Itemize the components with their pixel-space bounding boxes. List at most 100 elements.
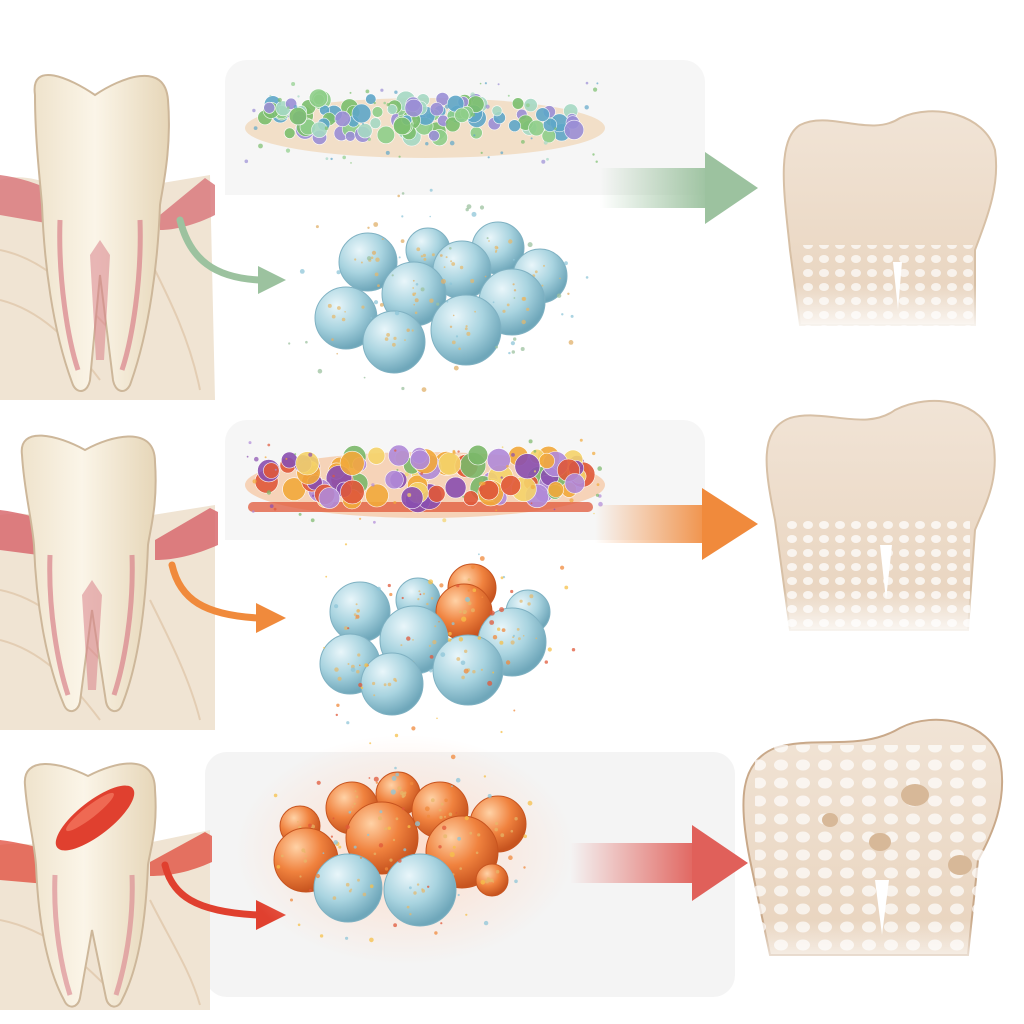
cell-dot bbox=[426, 602, 429, 606]
cell-cluster-row-2 bbox=[319, 543, 576, 745]
speckle bbox=[308, 888, 312, 892]
speckle bbox=[513, 297, 516, 299]
cell-dot bbox=[374, 272, 379, 277]
speckle bbox=[367, 137, 371, 141]
speckle bbox=[451, 785, 453, 787]
molar-tooth-icon bbox=[33, 74, 170, 392]
speckle bbox=[330, 157, 333, 161]
speckle bbox=[420, 464, 422, 467]
cell-dot bbox=[500, 833, 505, 838]
cell-dot bbox=[474, 310, 476, 313]
speckle bbox=[288, 342, 291, 345]
speckle bbox=[465, 597, 470, 602]
speckle bbox=[455, 812, 458, 814]
speckle bbox=[530, 484, 535, 490]
speckle bbox=[412, 123, 417, 128]
speckle bbox=[455, 335, 459, 338]
speckle bbox=[269, 504, 274, 508]
cell-dot bbox=[541, 284, 544, 287]
speckle bbox=[253, 456, 259, 462]
speckle bbox=[446, 300, 449, 303]
speckle bbox=[332, 817, 335, 820]
cell-dot bbox=[464, 327, 468, 331]
cell-dot bbox=[416, 883, 420, 886]
speckle bbox=[347, 627, 350, 630]
speckle bbox=[480, 151, 483, 154]
speckle bbox=[369, 884, 374, 888]
cell-dot bbox=[360, 261, 363, 264]
microbe-granule bbox=[500, 475, 522, 496]
speckle bbox=[252, 108, 256, 113]
speckle bbox=[485, 104, 490, 109]
microbe-granule bbox=[429, 102, 444, 117]
speckle bbox=[595, 493, 600, 497]
speckle bbox=[387, 583, 391, 588]
speckle bbox=[512, 283, 515, 286]
cell-dot bbox=[351, 806, 354, 808]
cell-dot bbox=[434, 625, 437, 628]
speckle bbox=[456, 584, 460, 588]
speckle bbox=[308, 823, 312, 828]
speckle bbox=[336, 703, 340, 707]
cell-dot bbox=[456, 657, 461, 661]
speckle bbox=[455, 777, 461, 783]
speckle bbox=[332, 474, 335, 478]
speckle bbox=[527, 242, 533, 248]
speckle bbox=[415, 283, 419, 286]
speckle bbox=[404, 472, 409, 477]
speckle bbox=[479, 205, 485, 210]
speckle bbox=[554, 127, 557, 130]
tooth-outcome-row-1 bbox=[780, 110, 1000, 335]
speckle bbox=[348, 811, 352, 814]
speckle bbox=[463, 668, 469, 674]
speckle bbox=[393, 501, 397, 504]
cell-dot bbox=[467, 578, 471, 582]
speckle bbox=[560, 565, 565, 570]
microbe-granule bbox=[344, 131, 356, 142]
cell-dot bbox=[392, 342, 396, 347]
speckle bbox=[479, 82, 482, 85]
cell-dot bbox=[448, 812, 453, 817]
speckle bbox=[305, 340, 308, 344]
speckle bbox=[492, 635, 498, 640]
cell-dot bbox=[422, 253, 426, 257]
speckle bbox=[285, 457, 288, 460]
speckle bbox=[478, 486, 483, 492]
microbe-granule bbox=[463, 490, 479, 507]
cell-dot bbox=[494, 827, 499, 832]
cell-dot bbox=[463, 612, 466, 614]
progression-arrow-row-2 bbox=[595, 488, 758, 560]
speckle bbox=[406, 636, 411, 641]
cell-dot bbox=[357, 653, 361, 657]
microbe-granule bbox=[365, 93, 377, 105]
cell-dot bbox=[458, 347, 461, 351]
cell-dot bbox=[492, 881, 495, 883]
cell-dot bbox=[392, 838, 396, 842]
speckle bbox=[371, 483, 375, 487]
cell-dot bbox=[438, 808, 442, 812]
speckle bbox=[428, 579, 434, 585]
speckle bbox=[483, 775, 487, 778]
cell-dot bbox=[534, 270, 538, 274]
cell-dot bbox=[400, 644, 403, 647]
speckle bbox=[526, 103, 530, 108]
microbe-granule bbox=[371, 106, 384, 118]
speckle bbox=[543, 140, 548, 145]
cell-dot bbox=[347, 663, 350, 665]
speckle bbox=[394, 90, 398, 94]
speckle bbox=[253, 126, 258, 130]
speckle bbox=[394, 310, 400, 316]
speckle bbox=[447, 638, 452, 642]
speckle bbox=[452, 845, 456, 849]
speckle bbox=[264, 456, 267, 459]
speckle bbox=[325, 157, 329, 161]
microbe-granule bbox=[263, 101, 276, 114]
cell-dot bbox=[361, 305, 365, 309]
cell-dot bbox=[416, 247, 421, 252]
speckle bbox=[479, 556, 485, 561]
cell-dot bbox=[370, 256, 374, 260]
speckle bbox=[593, 512, 595, 515]
cell-dot bbox=[480, 668, 483, 671]
speckle bbox=[472, 588, 477, 592]
speckle bbox=[373, 520, 376, 524]
